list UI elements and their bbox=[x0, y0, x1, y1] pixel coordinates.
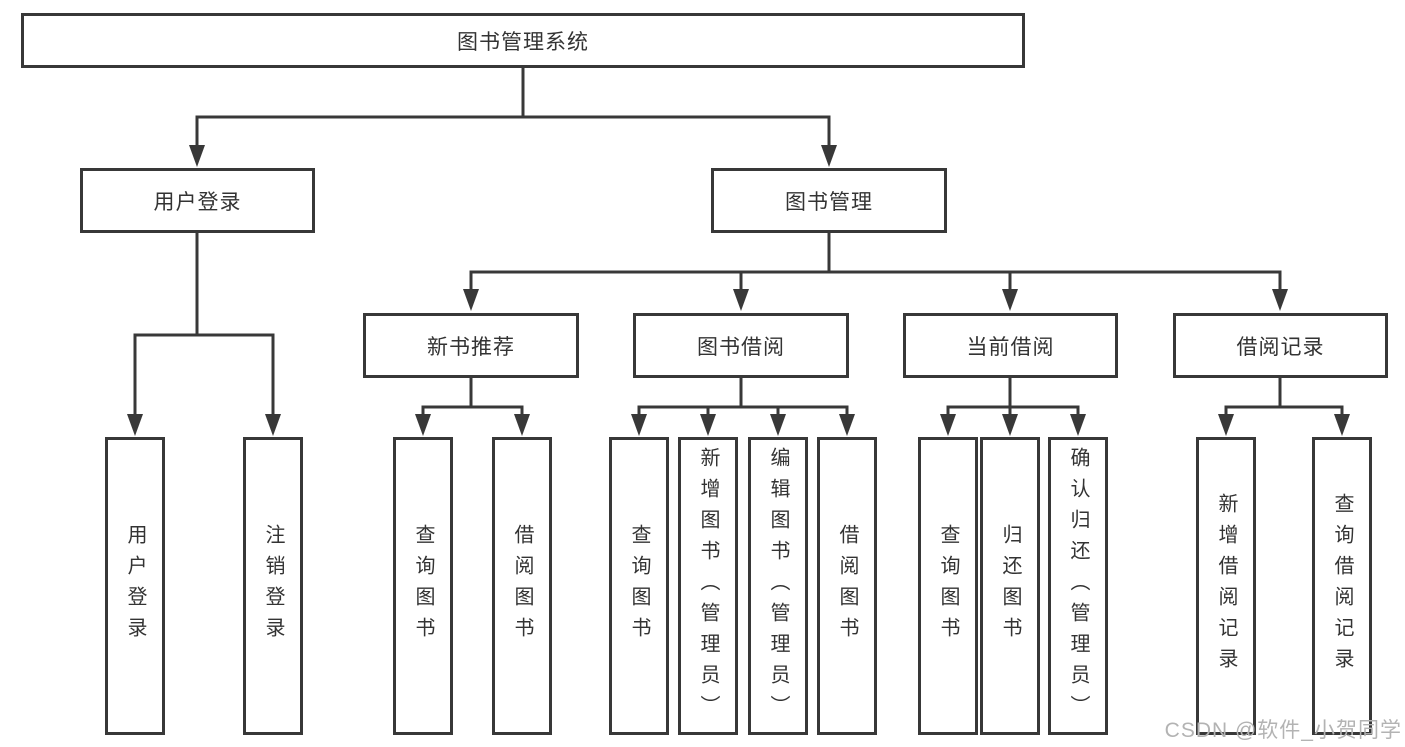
leaf-confirm-return-admin: 确认归还（管理员） bbox=[1048, 437, 1108, 735]
node-label: 新增借阅记录 bbox=[1215, 493, 1237, 679]
node-label: 借阅记录 bbox=[1236, 335, 1325, 359]
leaf-return-books: 归还图书 bbox=[980, 437, 1040, 735]
node-label: 确认归还（管理员） bbox=[1067, 446, 1089, 726]
leaf-borrow-books-1: 借阅图书 bbox=[492, 437, 552, 735]
node-label: 新书推荐 bbox=[427, 335, 515, 359]
node-label: 归还图书 bbox=[999, 524, 1021, 648]
node-book-management: 图书管理 bbox=[711, 168, 947, 233]
node-library-management-system: 图书管理系统 bbox=[21, 13, 1025, 68]
node-label: 图书管理系统 bbox=[457, 30, 589, 54]
node-user-login-group: 用户登录 bbox=[80, 168, 315, 233]
leaf-query-borrow-record: 查询借阅记录 bbox=[1312, 437, 1372, 735]
node-label: 注销登录 bbox=[262, 524, 284, 648]
csdn-watermark: CSDN @软件_小贺同学 bbox=[1164, 719, 1402, 742]
node-label: 用户登录 bbox=[153, 190, 242, 214]
node-label: 当前借阅 bbox=[966, 335, 1055, 359]
node-label: 查询图书 bbox=[412, 524, 434, 648]
node-label: 新增图书（管理员） bbox=[697, 446, 719, 726]
node-label: 用户登录 bbox=[124, 524, 146, 648]
node-label: 编辑图书（管理员） bbox=[767, 446, 789, 726]
leaf-borrow-books-2: 借阅图书 bbox=[817, 437, 877, 735]
node-current-borrowing: 当前借阅 bbox=[903, 313, 1118, 378]
leaf-user-login: 用户登录 bbox=[105, 437, 165, 735]
node-label: 查询图书 bbox=[628, 524, 650, 648]
node-book-borrowing: 图书借阅 bbox=[633, 313, 849, 378]
node-label: 借阅图书 bbox=[836, 524, 858, 648]
leaf-edit-books-admin: 编辑图书（管理员） bbox=[748, 437, 808, 735]
node-label: 图书借阅 bbox=[697, 335, 785, 359]
node-new-book-recommendation: 新书推荐 bbox=[363, 313, 579, 378]
node-label: 图书管理 bbox=[785, 190, 873, 214]
node-label: 查询借阅记录 bbox=[1331, 493, 1353, 679]
leaf-query-books-1: 查询图书 bbox=[393, 437, 453, 735]
node-borrowing-records: 借阅记录 bbox=[1173, 313, 1388, 378]
leaf-query-books-2: 查询图书 bbox=[609, 437, 669, 735]
leaf-query-books-3: 查询图书 bbox=[918, 437, 978, 735]
node-label: 查询图书 bbox=[937, 524, 959, 648]
leaf-logout: 注销登录 bbox=[243, 437, 303, 735]
leaf-add-books-admin: 新增图书（管理员） bbox=[678, 437, 738, 735]
leaf-add-borrow-record: 新增借阅记录 bbox=[1196, 437, 1256, 735]
node-label: 借阅图书 bbox=[511, 524, 533, 648]
